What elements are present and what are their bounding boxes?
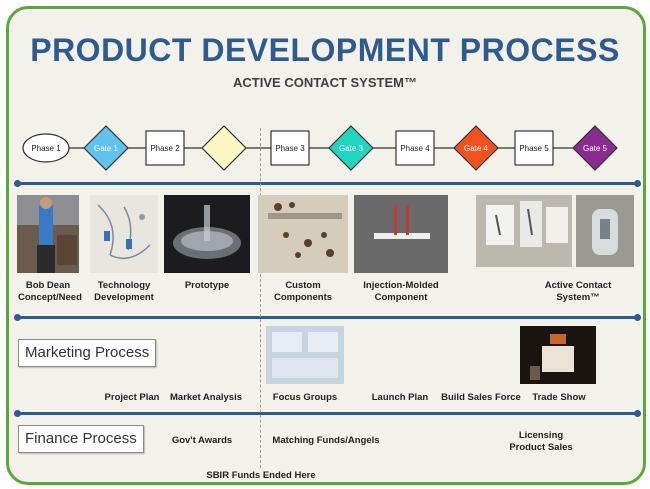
flow-node-label: Gate 4 <box>464 144 489 153</box>
divider-bottom <box>17 412 637 415</box>
stage-caption: Bob Dean Concept/Need <box>18 280 82 303</box>
flow-node-shape <box>514 130 554 166</box>
trade-show-photo <box>520 326 596 384</box>
marketing-item: Focus Groups <box>272 392 338 403</box>
divider-top-start-dot <box>14 180 21 187</box>
focus-groups-photo <box>266 326 344 384</box>
active-contact-system-photo-2 <box>576 195 634 267</box>
flow-node-label: Gate 3 <box>339 144 364 153</box>
flow-node-gate-1: Gate 1 <box>83 125 129 171</box>
flow-node-shape <box>145 130 185 166</box>
flow-node-phase-5: Phase 5 <box>514 130 554 166</box>
flow-node-phase-2: Phase 2 <box>145 130 185 166</box>
flow-node-shape <box>22 133 70 163</box>
bob-dean-photo <box>17 195 79 273</box>
technology-development-photo <box>90 195 158 273</box>
stage-caption: Technology Development <box>94 280 154 303</box>
flow-node-gate-2 <box>201 125 247 171</box>
flow-node-label: Phase 2 <box>150 144 180 153</box>
flow-node-phase-4: Phase 4 <box>395 130 435 166</box>
finance-process-box: Finance Process <box>18 425 144 453</box>
divider-bottom-end-dot <box>634 410 641 417</box>
finance-item: Matching Funds/Angels <box>272 435 380 446</box>
stage-caption: Prototype <box>184 280 230 291</box>
flow-node-gate-3: Gate 3 <box>328 125 374 171</box>
marketing-item: Build Sales Force <box>441 392 521 403</box>
stage-caption: Active Contact System™ <box>544 280 612 303</box>
active-contact-system-photo-1 <box>476 195 572 267</box>
flow-node-phase-1: Phase 1 <box>22 133 70 163</box>
divider-bottom-start-dot <box>14 410 21 417</box>
flow-node-shape <box>270 130 310 166</box>
flow-node-shape <box>572 125 618 171</box>
divider-middle-start-dot <box>14 314 21 321</box>
marketing-process-box: Marketing Process <box>18 339 157 367</box>
flow-node-gate-5: Gate 5 <box>572 125 618 171</box>
stage-caption: Injection-Molded Component <box>363 280 439 303</box>
marketing-item: Launch Plan <box>371 392 429 403</box>
sbir-note: SBIR Funds Ended Here <box>206 470 316 481</box>
page-title: PRODUCT DEVELOPMENT PROCESS <box>30 32 620 68</box>
marketing-item: Trade Show <box>532 392 586 403</box>
flow-node-phase-3: Phase 3 <box>270 130 310 166</box>
flow-node-label: Phase 1 <box>31 144 61 153</box>
divider-top-end-dot <box>634 180 641 187</box>
flow-node-label: Phase 4 <box>400 144 430 153</box>
flow-node-shape <box>453 125 499 171</box>
flow-node-shape <box>328 125 374 171</box>
flow-node-label: Phase 5 <box>519 144 549 153</box>
prototype-photo <box>164 195 250 273</box>
flow-node-gate-4: Gate 4 <box>453 125 499 171</box>
custom-components-photo <box>258 195 348 273</box>
stage-caption: Custom Components <box>273 280 333 303</box>
flow-node-shape <box>201 125 247 171</box>
flow-node-shape <box>83 125 129 171</box>
flow-node-label: Phase 3 <box>275 144 305 153</box>
sbir-boundary-line <box>260 128 261 468</box>
flow-node-shape <box>395 130 435 166</box>
injection-molded-component-photo <box>354 195 448 273</box>
finance-item: Gov't Awards <box>171 435 233 446</box>
marketing-item: Market Analysis <box>170 392 242 403</box>
flow-node-label: Gate 5 <box>583 144 608 153</box>
divider-middle <box>17 316 637 319</box>
finance-item: Licensing Product Sales <box>509 430 573 453</box>
flow-node-label: Gate 1 <box>94 144 119 153</box>
flow-nodes: Phase 1 Gate 1 Phase 2 Phase 3 Gate 3 Phase 4… <box>22 125 618 171</box>
divider-middle-end-dot <box>634 314 641 321</box>
marketing-item: Project Plan <box>104 392 160 403</box>
divider-top <box>17 182 637 185</box>
page-subtitle: ACTIVE CONTACT SYSTEM™ <box>233 75 417 90</box>
